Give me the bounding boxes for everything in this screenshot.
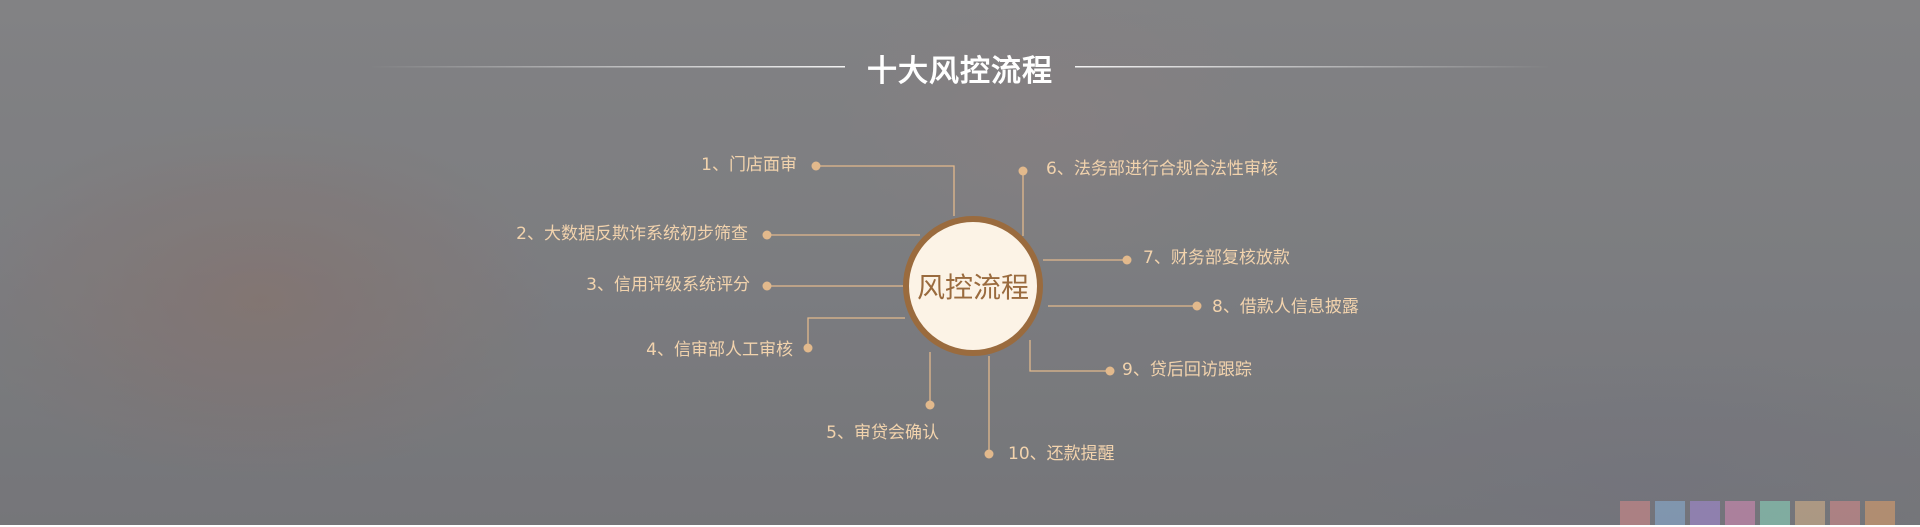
connector-9	[1029, 340, 1110, 372]
decor-stripe	[1795, 501, 1825, 525]
connector-dot-4	[803, 343, 813, 353]
connector-dot-2	[762, 230, 772, 240]
step-label-8: 8、借款人信息披露	[1212, 297, 1359, 317]
decor-stripe	[1830, 501, 1860, 525]
connector-4	[807, 317, 905, 348]
connector-dot-7	[1122, 255, 1132, 265]
center-node: 风控流程	[903, 216, 1043, 356]
center-node-label: 风控流程	[916, 271, 1029, 304]
connector-dot-10	[984, 449, 994, 459]
decor-stripe	[1655, 501, 1685, 525]
decor-stripe	[1620, 501, 1650, 525]
decor-stripe	[1865, 501, 1895, 525]
connector-dot-6	[1018, 166, 1028, 176]
page-title: 十大风控流程	[867, 54, 1053, 89]
title-line-right	[1075, 66, 1550, 68]
step-label-9: 9、贷后回访跟踪	[1122, 360, 1252, 380]
step-label-7: 7、财务部复核放款	[1143, 248, 1290, 268]
decor-stripe	[1760, 501, 1790, 525]
step-label-6: 6、法务部进行合规合法性审核	[1046, 159, 1278, 179]
step-label-4: 4、信审部人工审核	[646, 340, 793, 360]
connector-dot-8	[1192, 301, 1202, 311]
connector-dot-9	[1105, 366, 1115, 376]
bottom-divider	[0, 525, 1920, 527]
connector-dot-3	[762, 281, 772, 291]
step-label-1: 1、门店面审	[701, 155, 797, 175]
connector-1	[816, 165, 955, 216]
step-label-10: 10、还款提醒	[1008, 444, 1115, 464]
step-label-5: 5、审贷会确认	[826, 423, 939, 443]
title-line-left	[370, 66, 845, 68]
decor-stripe	[1725, 501, 1755, 525]
step-label-2: 2、大数据反欺诈系统初步筛查	[516, 224, 748, 244]
connector-dot-5	[925, 400, 935, 410]
decor-stripe	[1690, 501, 1720, 525]
step-label-3: 3、信用评级系统评分	[586, 275, 750, 295]
connector-dot-1	[811, 161, 821, 171]
